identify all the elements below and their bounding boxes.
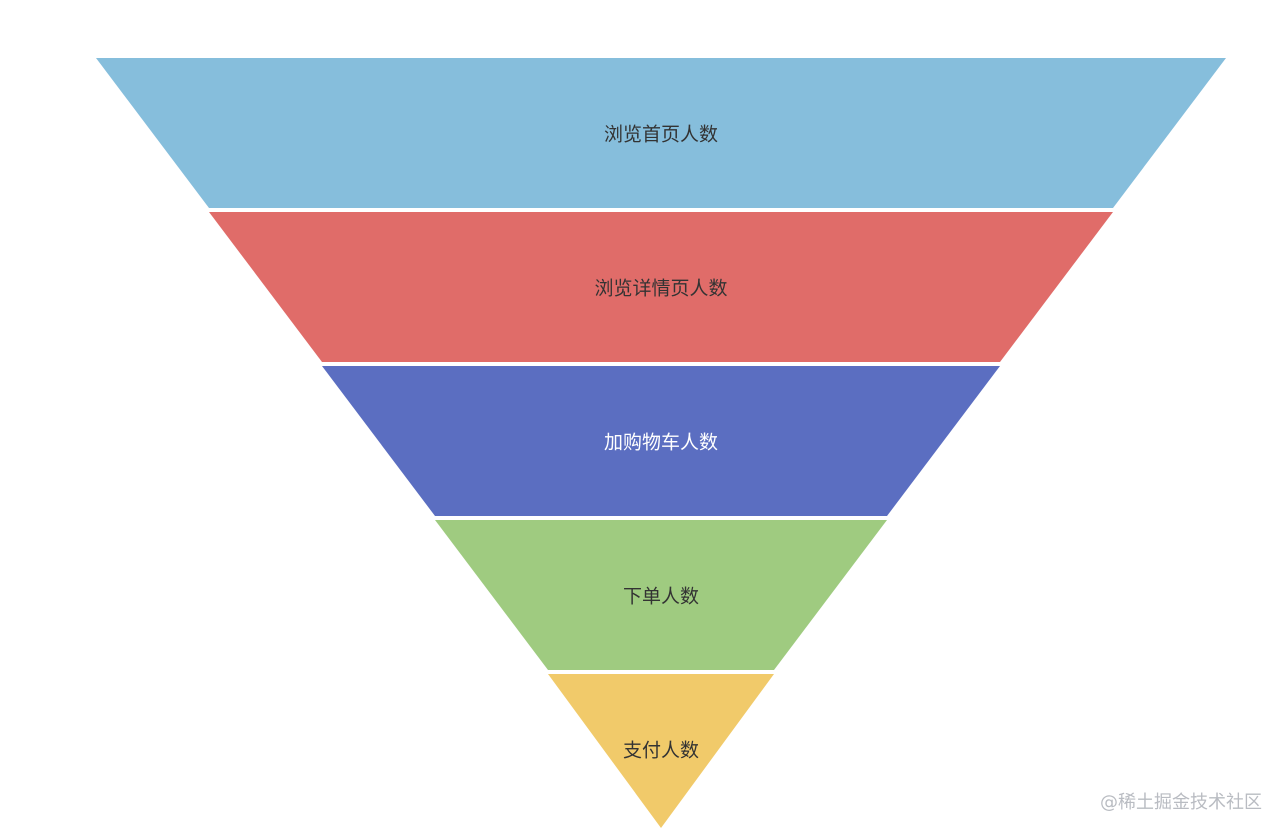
funnel-segment-2[interactable] xyxy=(209,212,1113,362)
funnel-label-4: 下单人数 xyxy=(623,586,699,608)
funnel-label-1: 浏览首页人数 xyxy=(604,124,718,146)
funnel-segment-4[interactable] xyxy=(435,520,887,670)
funnel-label-3: 加购物车人数 xyxy=(604,432,718,454)
funnel-segment-1[interactable] xyxy=(96,58,1226,208)
funnel-segment-5[interactable] xyxy=(548,674,774,828)
funnel-label-5: 支付人数 xyxy=(623,740,699,762)
funnel-segment-3[interactable] xyxy=(322,366,1000,516)
watermark: @稀土掘金技术社区 xyxy=(1100,792,1262,813)
funnel-label-2: 浏览详情页人数 xyxy=(594,278,727,300)
